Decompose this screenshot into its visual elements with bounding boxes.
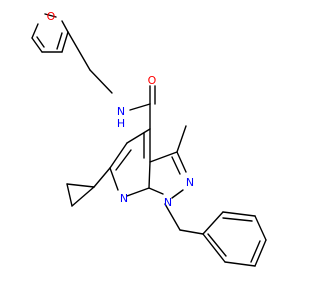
bond — [254, 239, 267, 267]
structure-diagram: O N H O N N N — [31, 10, 267, 267]
bond — [222, 211, 256, 217]
bond — [222, 217, 253, 222]
amide-nitrogen-label: N — [117, 105, 125, 118]
bond — [250, 240, 261, 263]
bond — [36, 36, 45, 48]
bond — [109, 167, 119, 191]
bond — [149, 151, 178, 163]
bond — [171, 156, 181, 175]
bond — [148, 161, 151, 189]
carbonyl-oxygen-label: O — [148, 74, 157, 87]
bond — [93, 167, 111, 188]
atom-labels: O N H O N N N — [47, 10, 194, 209]
bond — [202, 233, 226, 263]
furan-oxygen-label: O — [47, 10, 56, 23]
bond — [31, 23, 39, 39]
bond — [171, 189, 184, 199]
bond — [115, 149, 132, 171]
bond — [179, 229, 204, 235]
bond — [89, 69, 113, 94]
bond — [164, 203, 181, 231]
bond — [61, 31, 69, 53]
bond — [207, 233, 227, 257]
bond — [148, 187, 164, 195]
molecule-drawing: O N H O N N N — [31, 10, 267, 267]
pyrazole-n1-label: N — [164, 196, 172, 209]
bond — [126, 187, 150, 197]
bond — [202, 211, 224, 235]
bond — [254, 215, 267, 241]
bond — [31, 37, 43, 53]
bond — [56, 32, 63, 50]
pyridine-nitrogen-label: N — [120, 192, 128, 205]
bond — [176, 151, 187, 173]
bond — [126, 128, 151, 144]
bond — [44, 13, 57, 18]
pyrazole-n2-label: N — [186, 176, 194, 189]
amide-hydrogen-label: H — [117, 117, 125, 130]
bond — [129, 103, 151, 111]
bond-lines — [31, 13, 267, 267]
bond — [109, 142, 128, 169]
bond — [61, 20, 69, 33]
bond — [67, 31, 91, 71]
bond — [176, 125, 187, 153]
bond — [66, 183, 73, 207]
bond — [71, 186, 95, 207]
bond — [224, 261, 256, 267]
bond — [66, 183, 95, 188]
